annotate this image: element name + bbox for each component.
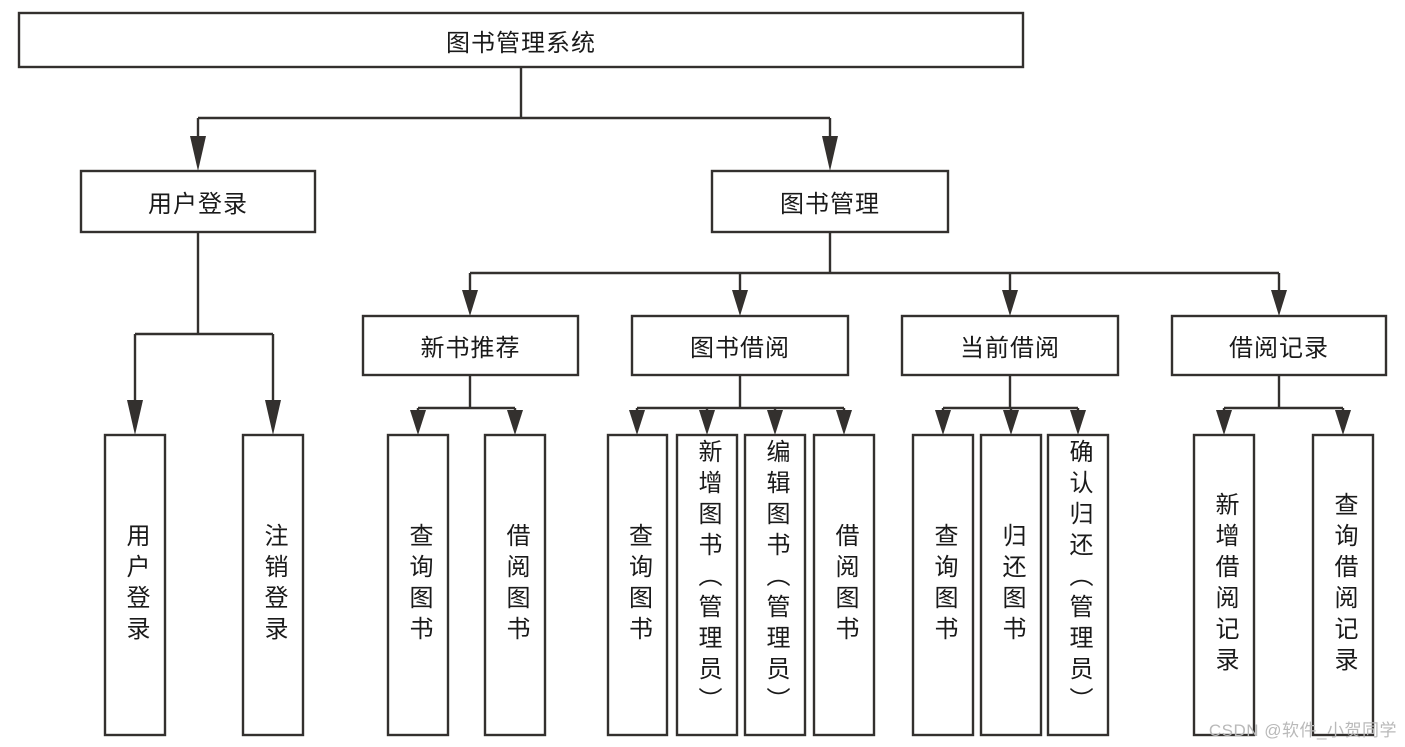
node-box-leaf-user-login[interactable] [103, 433, 167, 737]
node-box-leaf-logout[interactable] [241, 433, 305, 737]
node-box-book-borrow[interactable] [630, 314, 850, 377]
node-box-current-borrow[interactable] [900, 314, 1120, 377]
arrow-head-nbr-leaf-2 [507, 410, 523, 435]
node-box-leaf-nbr-query[interactable] [386, 433, 450, 737]
connector-group-user-login [127, 232, 281, 435]
node-box-leaf-cb-query[interactable] [911, 433, 975, 737]
arrow-head-bb-leaf-1 [629, 410, 645, 435]
arrow-head-cb-leaf-3 [1070, 410, 1086, 435]
node-box-leaf-br-query[interactable] [1311, 433, 1375, 737]
connector-group-borrow-record [1216, 375, 1351, 435]
node-box-book-mgmt[interactable] [710, 169, 950, 234]
node-box-new-book-rec[interactable] [361, 314, 580, 377]
arrow-head-user-login [190, 136, 206, 171]
connector-group-new-book-rec [410, 375, 523, 435]
connector-group-current-borrow [935, 375, 1086, 435]
arrow-head-cb-leaf-2 [1003, 410, 1019, 435]
arrow-head-bb-leaf-4 [836, 410, 852, 435]
node-box-borrow-record[interactable] [1170, 314, 1388, 377]
arrow-head-leaf-user-login [127, 400, 143, 435]
node-box-leaf-bb-query[interactable] [606, 433, 669, 737]
connector-group-root [190, 67, 838, 171]
arrow-head-new-book-rec [462, 290, 478, 316]
node-box-leaf-bb-borrow[interactable] [812, 433, 876, 737]
connector-group-book-borrow [629, 375, 852, 435]
node-box-leaf-cb-confirm[interactable] [1046, 433, 1110, 737]
node-box-leaf-bb-edit[interactable] [743, 433, 807, 737]
node-box-leaf-nbr-borrow[interactable] [483, 433, 547, 737]
node-box-root[interactable] [17, 11, 1025, 69]
arrow-head-current-borrow [1002, 290, 1018, 316]
node-box-leaf-bb-add[interactable] [675, 433, 739, 737]
arrow-head-br-leaf-2 [1335, 410, 1351, 435]
arrow-head-nbr-leaf-1 [410, 410, 426, 435]
arrow-head-leaf-logout [265, 400, 281, 435]
arrow-head-bb-leaf-2 [699, 410, 715, 435]
arrow-head-borrow-record [1271, 290, 1287, 316]
arrow-head-book-borrow [732, 290, 748, 316]
node-box-leaf-br-add[interactable] [1192, 433, 1256, 737]
connector-group-book-mgmt [462, 232, 1287, 316]
node-box-leaf-cb-return[interactable] [979, 433, 1043, 737]
arrow-head-br-leaf-1 [1216, 410, 1232, 435]
arrow-head-book-mgmt [822, 136, 838, 171]
arrow-head-cb-leaf-1 [935, 410, 951, 435]
node-box-user-login[interactable] [79, 169, 317, 234]
arrow-head-bb-leaf-3 [767, 410, 783, 435]
